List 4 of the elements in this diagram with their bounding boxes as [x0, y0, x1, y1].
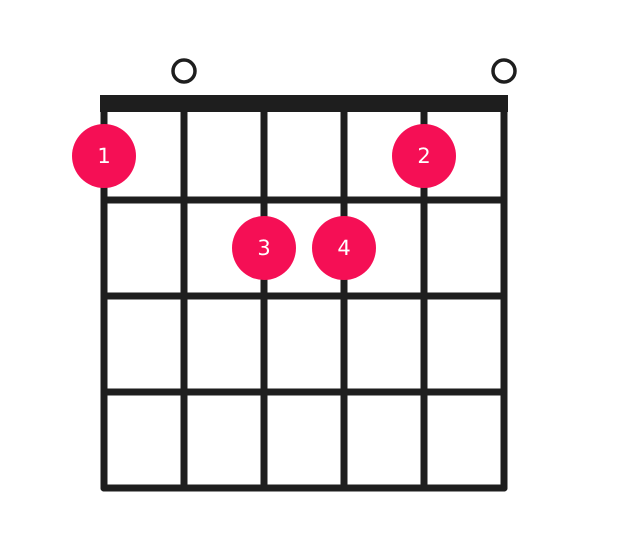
finger-dot: 3	[232, 216, 296, 280]
finger-dot: 2	[392, 124, 456, 188]
finger-dot: 1	[72, 124, 136, 188]
finger-dot: 4	[312, 216, 376, 280]
